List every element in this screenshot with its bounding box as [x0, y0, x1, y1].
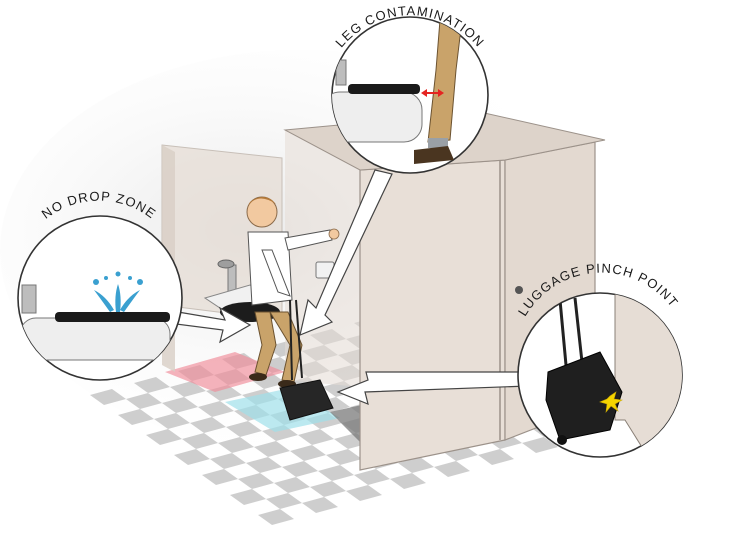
floor-tile [398, 457, 434, 473]
leg-contamination-callout: LEG CONTAMINATION [331, 3, 489, 174]
floor-tile [318, 465, 354, 481]
floor-tile [146, 429, 182, 445]
floor-tile [210, 453, 246, 469]
floor-tile [230, 489, 266, 505]
floor-tile [134, 377, 170, 393]
floor-tile [162, 397, 198, 413]
floor-tile [302, 497, 338, 513]
no-drop-zone-pointer [175, 306, 252, 344]
sock [428, 138, 448, 148]
impact-burst-icon [599, 391, 623, 413]
traveler-figure [246, 196, 340, 388]
leg-contamination-pointer [299, 169, 393, 336]
toilet-seat-icon [55, 312, 170, 322]
stall-front-panel [359, 159, 506, 471]
floor-tile [170, 381, 206, 397]
floor-tile [434, 461, 470, 477]
luggage-handle-left [558, 299, 568, 366]
floor-tile [326, 449, 362, 465]
floor-tile [246, 457, 282, 473]
floor-tile [126, 393, 162, 409]
floor-tile [202, 469, 238, 485]
floor-tile [238, 473, 274, 489]
floor-tile [266, 493, 302, 509]
floor-tile [154, 413, 190, 429]
no-drop-zone-floor [165, 352, 285, 392]
floor-tile [254, 441, 290, 457]
floor-tile [282, 461, 318, 477]
rolling-luggage-icon [545, 351, 623, 445]
luggage-handle-right [573, 297, 584, 363]
floor-tile [118, 409, 154, 425]
luggage-floor-zone [225, 388, 340, 432]
floor-tile [198, 401, 234, 417]
floor-tile [346, 485, 382, 501]
toilet-bowl-side [19, 317, 171, 361]
double-arrow-icon [421, 89, 444, 97]
toilet-seat-icon [348, 84, 420, 94]
flush-valve [21, 284, 37, 314]
water-splash-icon [93, 271, 143, 312]
floor-tile [218, 437, 254, 453]
luggage-pinch-pointer [336, 371, 531, 405]
floor-tile [258, 509, 294, 525]
floor-tile [274, 477, 310, 493]
shoe [414, 146, 454, 164]
door-latch [515, 286, 523, 294]
floor-tile [310, 481, 346, 497]
floor-tile [182, 433, 218, 449]
floor-tile [298, 429, 334, 445]
floor-tile [190, 417, 226, 433]
floor-tile [478, 449, 514, 465]
floor-tile [354, 469, 390, 485]
floor-tile [226, 421, 262, 437]
floor-tile [390, 473, 426, 489]
floor-tile [290, 445, 326, 461]
floor-tile [90, 389, 126, 405]
floor-tile [522, 437, 558, 453]
flush-valve [335, 59, 347, 86]
floor-tile [174, 449, 210, 465]
rolling-luggage [279, 299, 334, 421]
